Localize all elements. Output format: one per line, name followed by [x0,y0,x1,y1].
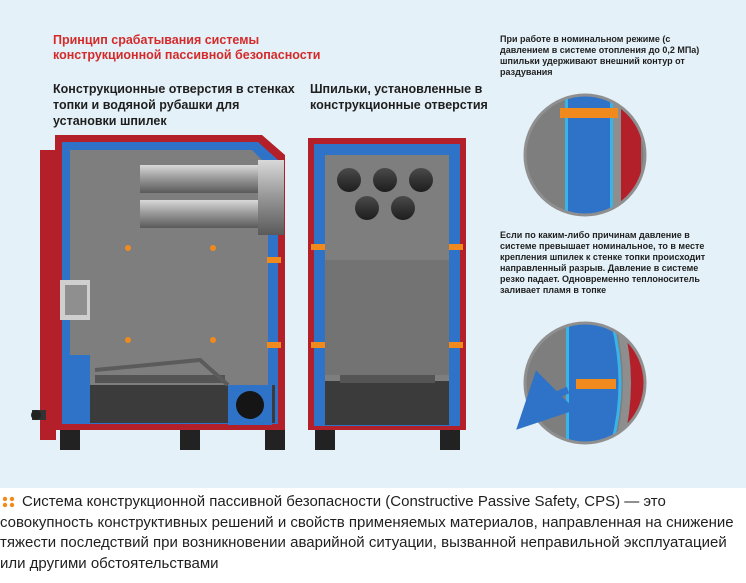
water-flow-arrow-icon [516,370,576,430]
boiler-illustration [31,93,647,450]
zoom-normal-mode [523,93,647,217]
caption-text: Система конструкционной пассивной безопа… [0,493,734,572]
note-normal-mode: При работе в номинальном режиме (с давле… [500,34,700,77]
figure-caption: Система конструкционной пассивной безопа… [0,492,742,574]
label-structural-holes: Конструкционные отверстия в стенках топк… [53,82,295,128]
boiler-side-view [31,135,285,450]
note-failure-mode: Если по каким-либо причинам давление в с… [500,230,706,295]
four-dot-icon [2,496,15,508]
cps-diagram: Принцип срабатывания системы конструкцио… [0,0,746,488]
label-installed-studs: Шпильки, установленные в конструкционные… [310,82,488,112]
diagram-title: Принцип срабатывания системы конструкцио… [53,33,321,62]
zoom-failure-mode [516,321,647,445]
boiler-front-view [308,138,466,450]
